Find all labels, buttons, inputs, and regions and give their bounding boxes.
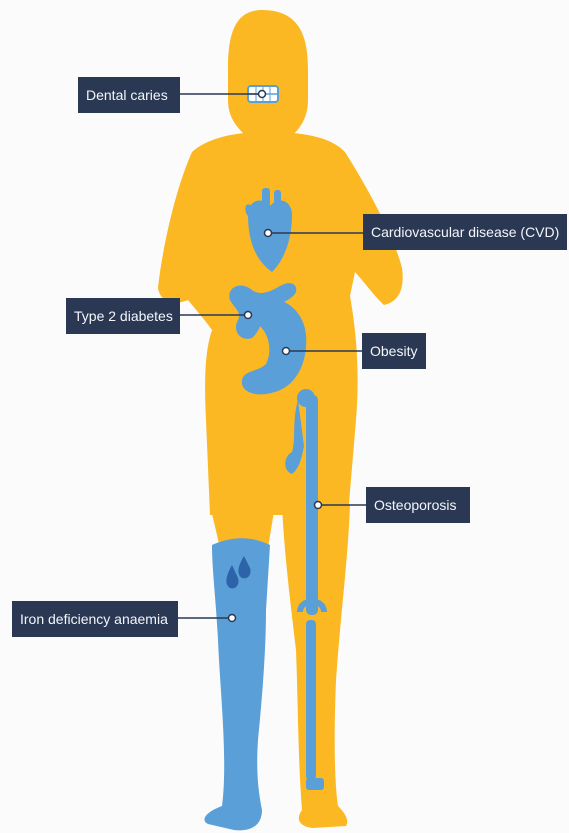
osteoporosis-label: Osteoporosis	[366, 487, 470, 523]
dot-diabetes	[245, 312, 252, 319]
dot-obesity	[283, 348, 290, 355]
dental-caries-label: Dental caries	[78, 77, 180, 113]
head	[228, 10, 308, 138]
dot-anaemia	[229, 615, 236, 622]
cvd-label: Cardiovascular disease (CVD)	[363, 214, 567, 250]
dot-osteoporosis	[315, 502, 322, 509]
obesity-label: Obesity	[362, 333, 426, 369]
dot-cvd	[265, 230, 272, 237]
type2-diabetes-label: Type 2 diabetes	[66, 298, 180, 334]
iron-deficiency-anaemia-label: Iron deficiency anaemia	[12, 601, 178, 637]
dot-dental	[259, 91, 266, 98]
